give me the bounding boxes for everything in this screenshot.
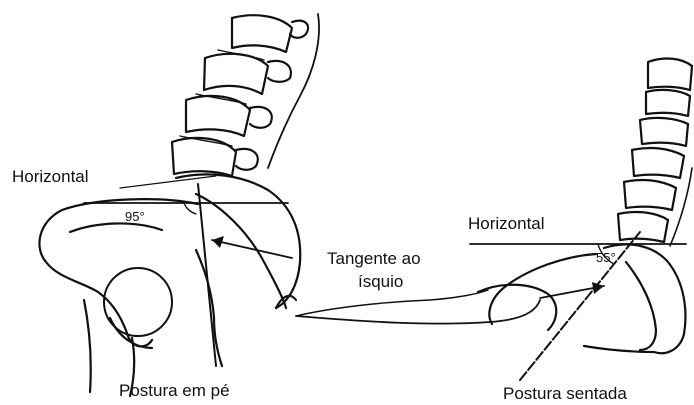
vertebra-l4 <box>172 138 236 176</box>
vertebra-r1 <box>648 59 692 90</box>
vertebra-l2 <box>204 54 268 94</box>
caption-seated: Postura sentada <box>503 384 627 404</box>
ilium-seated <box>489 254 596 324</box>
angle-label-55: 55° <box>596 250 616 265</box>
ischium-tangent-seated <box>520 232 640 380</box>
tangent-label-line1: Tangente ao <box>327 249 421 269</box>
horizontal-label-seated: Horizontal <box>468 214 545 234</box>
vertebra-l1 <box>232 15 292 52</box>
angle-label-95: 95° <box>125 209 145 224</box>
ischium-tangent-standing <box>198 184 216 366</box>
center-connector <box>296 290 540 324</box>
sacrum-standing <box>176 174 300 308</box>
caption-standing: Postura em pé <box>119 381 230 401</box>
tangent-label-line2: ísquio <box>358 272 403 292</box>
standing-spine <box>39 14 319 396</box>
horizontal-label-standing: Horizontal <box>12 167 89 187</box>
